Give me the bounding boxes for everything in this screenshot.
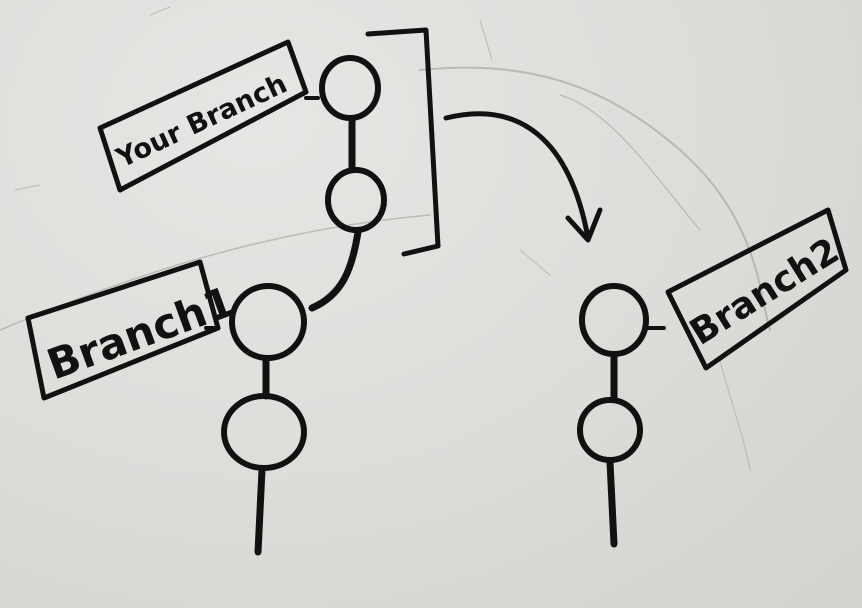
commit-node bbox=[325, 167, 387, 233]
branch1-text: Branch1 bbox=[41, 277, 241, 390]
branch1-label: Branch1 bbox=[25, 259, 241, 401]
your-branch-text: Your Branch bbox=[111, 68, 292, 174]
commit-node bbox=[319, 55, 381, 121]
your-branch-commits bbox=[308, 55, 387, 312]
commit-node bbox=[579, 283, 649, 357]
your-branch-label: Your Branch bbox=[97, 39, 320, 193]
selection-bracket bbox=[365, 27, 441, 257]
commit-node bbox=[229, 283, 307, 361]
commit-link bbox=[308, 228, 362, 312]
commit-node bbox=[577, 397, 643, 463]
arrow-shaft bbox=[443, 111, 591, 241]
rebase-arrow bbox=[443, 111, 603, 243]
your-branch-box bbox=[97, 39, 309, 193]
branch2-label: Branch2 bbox=[646, 207, 849, 371]
board-smudges bbox=[0, 6, 771, 471]
commit-node bbox=[221, 393, 307, 471]
commit-link bbox=[606, 458, 618, 548]
arrow-head bbox=[565, 207, 603, 243]
branch2-text: Branch2 bbox=[683, 230, 846, 353]
commit-link bbox=[254, 466, 266, 556]
branch2-commits bbox=[577, 283, 649, 548]
branch2-box bbox=[665, 207, 849, 371]
branch1-commits bbox=[221, 283, 307, 556]
